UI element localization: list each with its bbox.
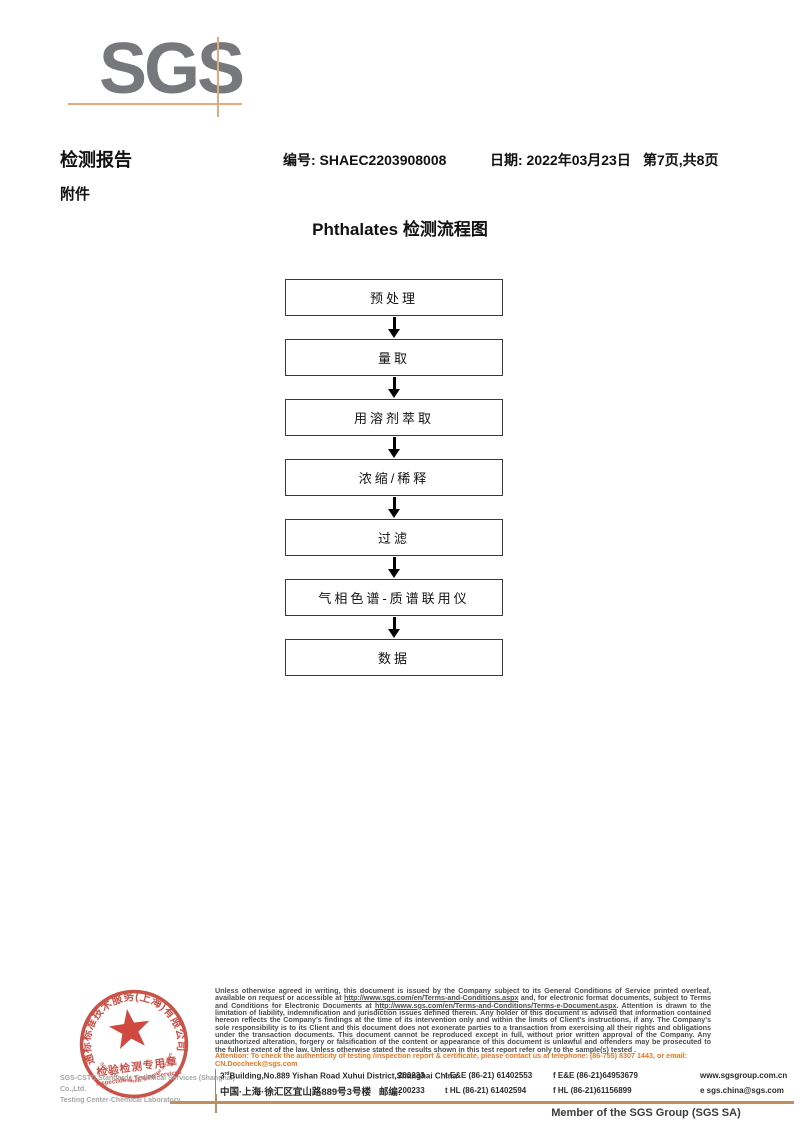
arrow-down-icon xyxy=(388,376,400,399)
page-indicator: 第7页,共8页 xyxy=(643,152,719,168)
telephone-ee: t E&E (86-21) 61402553 xyxy=(445,1071,533,1080)
flow-step-measure: 量取 xyxy=(285,339,503,376)
flow-step-concentrate-dilute: 浓缩/稀释 xyxy=(285,459,503,496)
terms-conditions-link[interactable]: http://www.sgs.com/en/Terms-and-Conditio… xyxy=(343,993,519,1003)
arrow-down-icon xyxy=(388,556,400,579)
logo-vertical-line xyxy=(217,37,219,117)
flow-step-pretreatment: 预处理 xyxy=(285,279,503,316)
email-link[interactable]: e sgs.china@sgs.com xyxy=(700,1086,784,1095)
fax-ee: f E&E (86-21)64953679 xyxy=(553,1071,638,1080)
flow-step-filter: 过滤 xyxy=(285,519,503,556)
address-en: 3rdBuilding,No.889 Yishan Road Xuhui Dis… xyxy=(220,1071,458,1081)
attachment-label: 附件 xyxy=(60,186,91,203)
disclaimer-part2: and, for electronic format documents, su… xyxy=(215,993,711,1010)
terms-e-document-link[interactable]: http://www.sgs.com/en/Terms-and-Conditio… xyxy=(375,1000,617,1010)
company-seal-stamp: 通标标准技术服务(上海)有限公司 检验检测专用章 Inspection & Te… xyxy=(73,983,189,1099)
website-link[interactable]: www.sgsgroup.com.cn xyxy=(700,1071,788,1080)
report-title: 检测报告 xyxy=(60,150,132,170)
fax-hl: f HL (86-21)61156899 xyxy=(553,1086,632,1095)
company-name-block: SGS-CSTC Standards Technical Services (S… xyxy=(60,1073,240,1106)
telephone-hl: t HL (86-21) 61402594 xyxy=(445,1086,527,1095)
report-date: 日期: 2022年03月23日 xyxy=(490,152,631,168)
flow-step-gcms: 气相色谱-质谱联用仪 xyxy=(285,579,503,616)
footer-horizontal-line xyxy=(170,1101,794,1104)
postcode-cn: 200233 xyxy=(398,1086,425,1095)
arrow-down-icon xyxy=(388,496,400,519)
address-cn: 中国·上海·徐汇区宜山路889号3号楼 邮编: xyxy=(220,1087,402,1098)
flow-step-data: 数据 xyxy=(285,639,503,676)
company-name-line1: SGS-CSTC Standards Technical Services (S… xyxy=(60,1075,235,1093)
report-number: 编号: SHAEC2203908008 xyxy=(283,152,447,168)
sgs-group-member-text: Member of the SGS Group (SGS SA) xyxy=(551,1107,741,1119)
attention-notice: Attention: To check the authenticity of … xyxy=(215,1051,687,1068)
logo-horizontal-line xyxy=(68,103,242,105)
footer-crop-mark xyxy=(215,1094,217,1113)
disclaimer-part3: . Attention is drawn to the limitation o… xyxy=(215,1000,711,1054)
postcode-en: 200233 xyxy=(398,1071,425,1080)
sgs-logo: SGS xyxy=(99,29,245,109)
flow-step-solvent-extraction: 用溶剂萃取 xyxy=(285,399,503,436)
company-name-line2: Testing Center-Chemical Laboratory. xyxy=(60,1097,182,1104)
disclaimer-text: Unless otherwise agreed in writing, this… xyxy=(215,987,711,1053)
flowchart: 预处理 量取 用溶剂萃取 浓缩/稀释 过滤 气相色谱-质谱联用仪 数据 xyxy=(285,279,503,676)
disclaimer-part1: Unless otherwise agreed in writing, this… xyxy=(215,986,711,1003)
arrow-down-icon xyxy=(388,316,400,339)
arrow-down-icon xyxy=(388,616,400,639)
address-divider-line xyxy=(215,1069,216,1100)
flowchart-title: Phthalates 检测流程图 xyxy=(312,220,488,239)
star-icon xyxy=(108,1008,150,1050)
arrow-down-icon xyxy=(388,436,400,459)
